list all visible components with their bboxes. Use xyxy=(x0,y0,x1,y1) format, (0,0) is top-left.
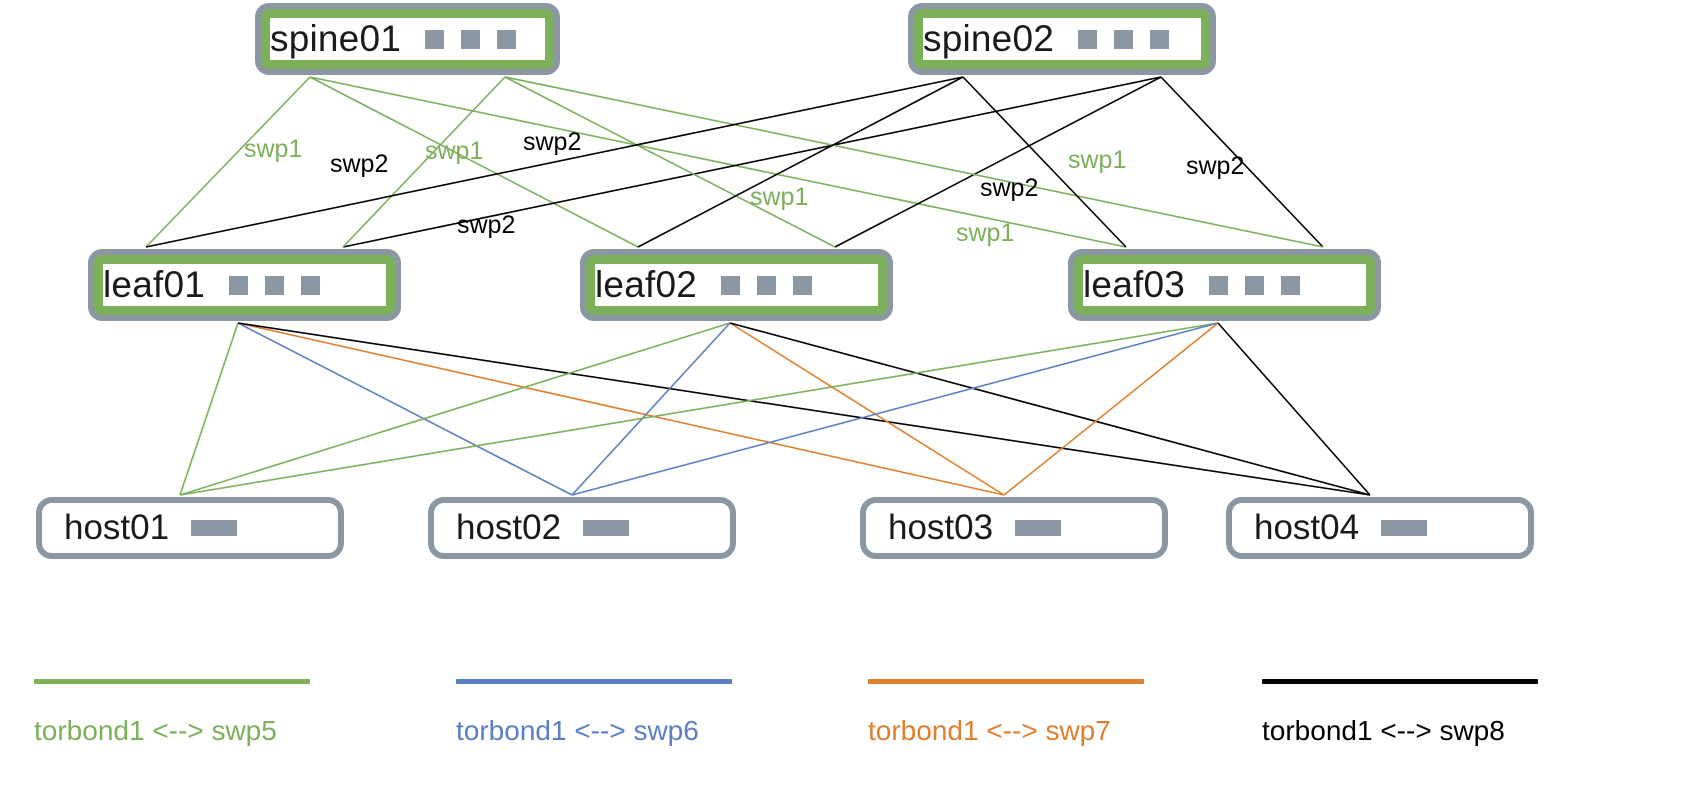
port-indicators xyxy=(1209,275,1301,295)
edge-label-swp2: swp2 xyxy=(330,150,389,178)
link-spine01-leaf03-b xyxy=(504,76,1324,248)
node-label: spine01 xyxy=(270,18,402,59)
node-spine01[interactable]: spine01 xyxy=(255,3,560,75)
port-square-icon xyxy=(1078,29,1098,49)
node-body: leaf02 xyxy=(595,264,878,306)
legend-item-1: torbond1 <--> swp6 xyxy=(456,679,732,747)
link-leaf03-host01 xyxy=(179,322,1219,496)
link-spine01-leaf01-b xyxy=(342,76,506,248)
port-bar-icon xyxy=(583,520,630,536)
edge-label-swp1: swp1 xyxy=(425,137,484,165)
legend-label: torbond1 <--> swp8 xyxy=(1262,715,1505,746)
legend-item-2: torbond1 <--> swp7 xyxy=(868,679,1144,747)
port-square-icon xyxy=(757,275,777,295)
link-leaf03-host02 xyxy=(571,322,1219,496)
link-leaf03-host03 xyxy=(1003,322,1219,496)
link-spine02-leaf02 xyxy=(834,76,1162,248)
port-square-icon xyxy=(1281,275,1301,295)
legend-item-0: torbond1 <--> swp5 xyxy=(34,679,310,747)
edge-label-swp2: swp2 xyxy=(980,174,1039,202)
node-body: spine02 xyxy=(923,18,1201,60)
edge-label-swp1: swp1 xyxy=(244,135,303,163)
node-host01[interactable]: host01 xyxy=(36,497,344,559)
link-leaf01-host01 xyxy=(179,322,239,496)
node-label: host04 xyxy=(1254,508,1360,547)
port-indicators xyxy=(583,520,630,536)
node-label: host01 xyxy=(64,508,170,547)
node-label: leaf01 xyxy=(103,264,206,305)
port-square-icon xyxy=(1209,275,1229,295)
node-spine02[interactable]: spine02 xyxy=(908,3,1216,75)
port-indicators xyxy=(425,29,517,49)
link-spine02-leaf03-b xyxy=(962,76,1127,248)
port-indicators xyxy=(1078,29,1170,49)
legend-label: torbond1 <--> swp6 xyxy=(456,715,699,746)
legend-color-swatch xyxy=(1262,679,1538,684)
legend-label: torbond1 <--> swp5 xyxy=(34,715,277,746)
port-square-icon xyxy=(721,275,741,295)
node-leaf01[interactable]: leaf01 xyxy=(88,249,401,321)
node-label: leaf02 xyxy=(595,264,698,305)
node-label: host03 xyxy=(888,508,994,547)
link-leaf02-host02 xyxy=(571,322,731,496)
link-spine02-leaf02-b xyxy=(637,76,964,248)
edge-label-swp1: swp1 xyxy=(956,219,1015,247)
node-body: spine01 xyxy=(270,18,545,60)
link-spine01-leaf03 xyxy=(309,76,1127,248)
legend-label: torbond1 <--> swp7 xyxy=(868,715,1111,746)
node-host04[interactable]: host04 xyxy=(1226,497,1534,559)
link-leaf03-host04 xyxy=(1217,322,1371,496)
node-body: leaf01 xyxy=(103,264,386,306)
legend-color-swatch xyxy=(868,679,1144,684)
port-square-icon xyxy=(229,275,249,295)
legend-color-swatch xyxy=(34,679,310,684)
link-leaf02-host03 xyxy=(729,322,1005,496)
port-indicators xyxy=(229,275,321,295)
link-leaf02-host01 xyxy=(179,322,731,496)
port-indicators xyxy=(1381,520,1428,536)
port-bar-icon xyxy=(1015,520,1062,536)
node-leaf02[interactable]: leaf02 xyxy=(580,249,893,321)
node-label: host02 xyxy=(456,508,562,547)
edge-label-swp2: swp2 xyxy=(1186,152,1245,180)
link-spine01-leaf01 xyxy=(145,76,311,248)
port-square-icon xyxy=(461,29,481,49)
link-spine01-leaf02 xyxy=(309,76,639,248)
link-spine01-leaf02-b xyxy=(504,76,836,248)
port-square-icon xyxy=(1245,275,1265,295)
port-indicators xyxy=(1015,520,1062,536)
edge-label-swp2: swp2 xyxy=(523,128,582,156)
port-bar-icon xyxy=(1381,520,1428,536)
node-leaf03[interactable]: leaf03 xyxy=(1068,249,1381,321)
port-square-icon xyxy=(497,29,517,49)
node-host03[interactable]: host03 xyxy=(860,497,1168,559)
link-spine02-leaf03 xyxy=(1160,76,1324,248)
port-bar-icon xyxy=(191,520,238,536)
link-leaf01-host03 xyxy=(237,322,1005,496)
port-square-icon xyxy=(265,275,285,295)
edge-label-swp1: swp1 xyxy=(750,183,809,211)
legend-color-swatch xyxy=(456,679,732,684)
legend-item-3: torbond1 <--> swp8 xyxy=(1262,679,1538,747)
port-indicators xyxy=(721,275,813,295)
port-square-icon xyxy=(301,275,321,295)
port-square-icon xyxy=(1114,29,1134,49)
port-square-icon xyxy=(793,275,813,295)
edge-label-swp2: swp2 xyxy=(457,211,516,239)
port-square-icon xyxy=(425,29,445,49)
port-square-icon xyxy=(1150,29,1170,49)
link-spine02-leaf01 xyxy=(342,76,1162,248)
link-leaf01-host02 xyxy=(237,322,573,496)
node-label: spine02 xyxy=(923,18,1055,59)
link-leaf01-host04 xyxy=(237,322,1371,496)
link-spine02-leaf01-b xyxy=(145,76,964,248)
node-host02[interactable]: host02 xyxy=(428,497,736,559)
port-indicators xyxy=(191,520,238,536)
node-body: leaf03 xyxy=(1083,264,1366,306)
edge-label-swp1: swp1 xyxy=(1068,146,1127,174)
link-leaf02-host04 xyxy=(729,322,1371,496)
node-label: leaf03 xyxy=(1083,264,1186,305)
